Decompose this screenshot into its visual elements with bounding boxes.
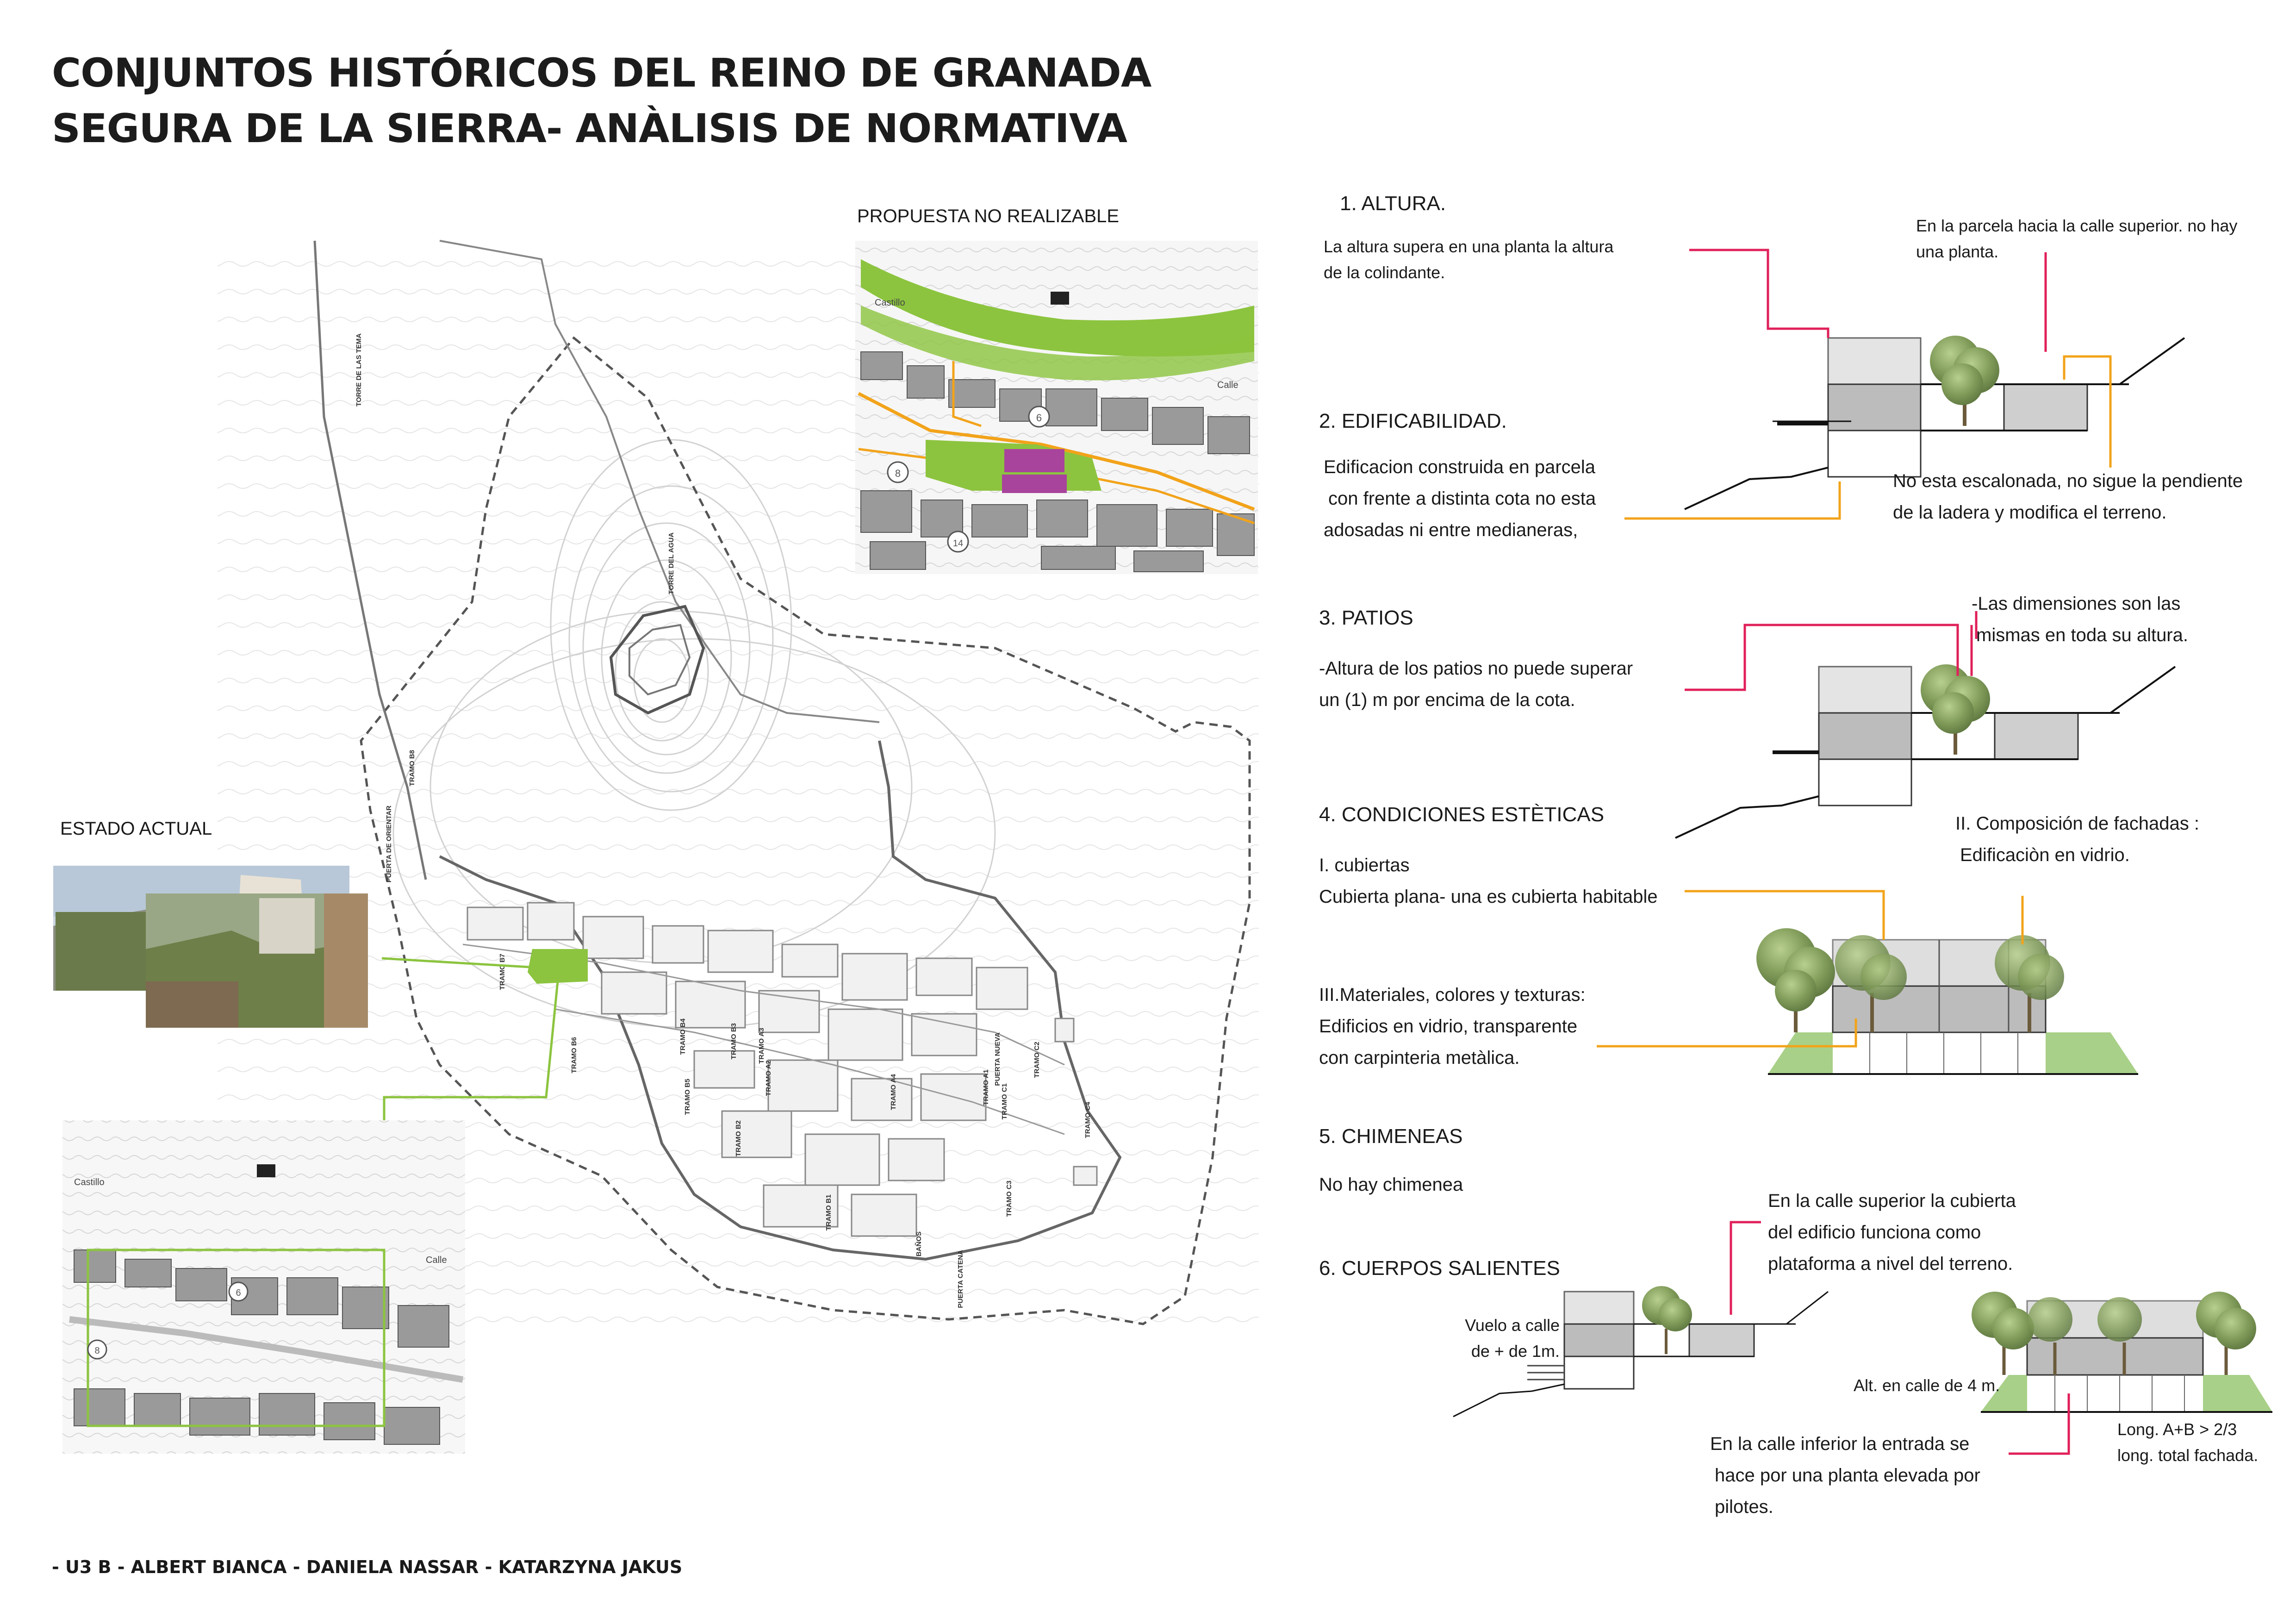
footer-authors: - U3 B - ALBERT BIANCA - DANIELA NASSAR … bbox=[52, 1557, 683, 1577]
svg-text:TORRE DEL AGUA: TORRE DEL AGUA bbox=[667, 532, 675, 594]
svg-text:14: 14 bbox=[953, 538, 963, 549]
svg-text:TRAMO C2: TRAMO C2 bbox=[1033, 1042, 1041, 1078]
section-1-text: La altura supera en una planta la altura… bbox=[1324, 237, 1614, 282]
label-estado-actual: ESTADO ACTUAL bbox=[60, 818, 212, 839]
section-diagram-1 bbox=[1624, 249, 2185, 520]
section-4-heading: 4. CONDICIONES ESTÈTICAS bbox=[1319, 803, 1605, 826]
svg-text:TRAMO A1: TRAMO A1 bbox=[982, 1069, 990, 1106]
section-1-note: En la parcela hacia la calle superior. n… bbox=[1916, 216, 2238, 261]
svg-text:TRAMO B4: TRAMO B4 bbox=[679, 1018, 687, 1055]
svg-text:BAÑOS: BAÑOS bbox=[915, 1231, 923, 1256]
title-line-2: SEGURA DE LA SIERRA- ANÀLISIS DE NORMATI… bbox=[52, 106, 1127, 152]
svg-text:6: 6 bbox=[236, 1288, 241, 1298]
section-3-heading: 3. PATIOS bbox=[1319, 606, 1413, 629]
svg-text:TORRE DE LAS TEMA: TORRE DE LAS TEMA bbox=[355, 333, 363, 406]
section-diagram-4 bbox=[1597, 890, 2138, 1075]
section-6-heading: 6. CUERPOS SALIENTES bbox=[1319, 1257, 1560, 1280]
label-propuesta: PROPUESTA NO REALIZABLE bbox=[857, 206, 1120, 226]
svg-text:Calle: Calle bbox=[426, 1255, 447, 1265]
svg-text:TRAMO B6: TRAMO B6 bbox=[570, 1037, 578, 1073]
photo-estado-actual bbox=[53, 866, 368, 1028]
svg-text:Calle: Calle bbox=[1217, 380, 1238, 390]
svg-text:8: 8 bbox=[94, 1346, 100, 1356]
svg-text:TRAMO B5: TRAMO B5 bbox=[684, 1079, 691, 1115]
svg-text:TRAMO A3: TRAMO A3 bbox=[758, 1028, 765, 1064]
svg-text:TRAMO B1: TRAMO B1 bbox=[825, 1194, 833, 1230]
title-line-1: CONJUNTOS HISTÓRICOS DEL REINO DE GRANAD… bbox=[52, 50, 1151, 96]
svg-text:TRAMO B2: TRAMO B2 bbox=[734, 1120, 742, 1156]
svg-text:TRAMO A2: TRAMO A2 bbox=[765, 1060, 772, 1096]
plot-green bbox=[528, 949, 588, 984]
svg-text:TRAMO B3: TRAMO B3 bbox=[730, 1023, 738, 1059]
svg-text:TRAMO C4: TRAMO C4 bbox=[1084, 1101, 1092, 1138]
svg-text:6: 6 bbox=[1036, 412, 1042, 424]
site-plan: TORRE DE LAS TEMA TORRE DEL AGUA PUERTA … bbox=[218, 240, 1259, 1329]
section-5-text: No hay chimenea bbox=[1319, 1174, 1463, 1195]
svg-text:PUERTA DE ORIENTAR: PUERTA DE ORIENTAR bbox=[385, 806, 393, 883]
svg-text:TRAMO A4: TRAMO A4 bbox=[890, 1074, 897, 1110]
section-2-note: No esta escalonada, no sigue la pendient… bbox=[1893, 471, 2243, 523]
svg-text:PUERTA NUEVA: PUERTA NUEVA bbox=[994, 1032, 1002, 1086]
section-diagram-6a bbox=[1453, 1221, 1829, 1418]
svg-text:TRAMO C1: TRAMO C1 bbox=[1001, 1083, 1008, 1119]
section-6-alt: Alt. en calle de 4 m. bbox=[1854, 1376, 2000, 1395]
section-4-note: II. Composición de fachadas :Edificaciòn… bbox=[1955, 813, 2199, 865]
svg-text:TRAMO C3: TRAMO C3 bbox=[1005, 1181, 1013, 1217]
svg-text:TRAMO B7: TRAMO B7 bbox=[498, 954, 506, 990]
inset-propuesta: 8 6 14 Calle Castillo bbox=[855, 241, 1258, 574]
section-5-heading: 5. CHIMENEAS bbox=[1319, 1125, 1463, 1148]
inset-bottom-map: 8 6 Calle Castillo bbox=[62, 1120, 465, 1454]
section-diagram-6b bbox=[1972, 1292, 2272, 1455]
section-diagram-3 bbox=[1675, 611, 2176, 839]
section-1-heading: 1. ALTURA. bbox=[1340, 192, 1446, 215]
section-4-text2: III.Materiales, colores y texturas:Edifi… bbox=[1319, 985, 1586, 1068]
svg-text:8: 8 bbox=[895, 468, 901, 479]
section-2-heading: 2. EDIFICABILIDAD. bbox=[1319, 410, 1507, 432]
svg-text:TRAMO B8: TRAMO B8 bbox=[408, 750, 416, 786]
svg-text:Castillo: Castillo bbox=[875, 298, 905, 308]
svg-text:PUERTA CATENA: PUERTA CATENA bbox=[957, 1250, 964, 1308]
svg-text:Castillo: Castillo bbox=[74, 1177, 105, 1187]
connector-photo bbox=[381, 957, 537, 969]
